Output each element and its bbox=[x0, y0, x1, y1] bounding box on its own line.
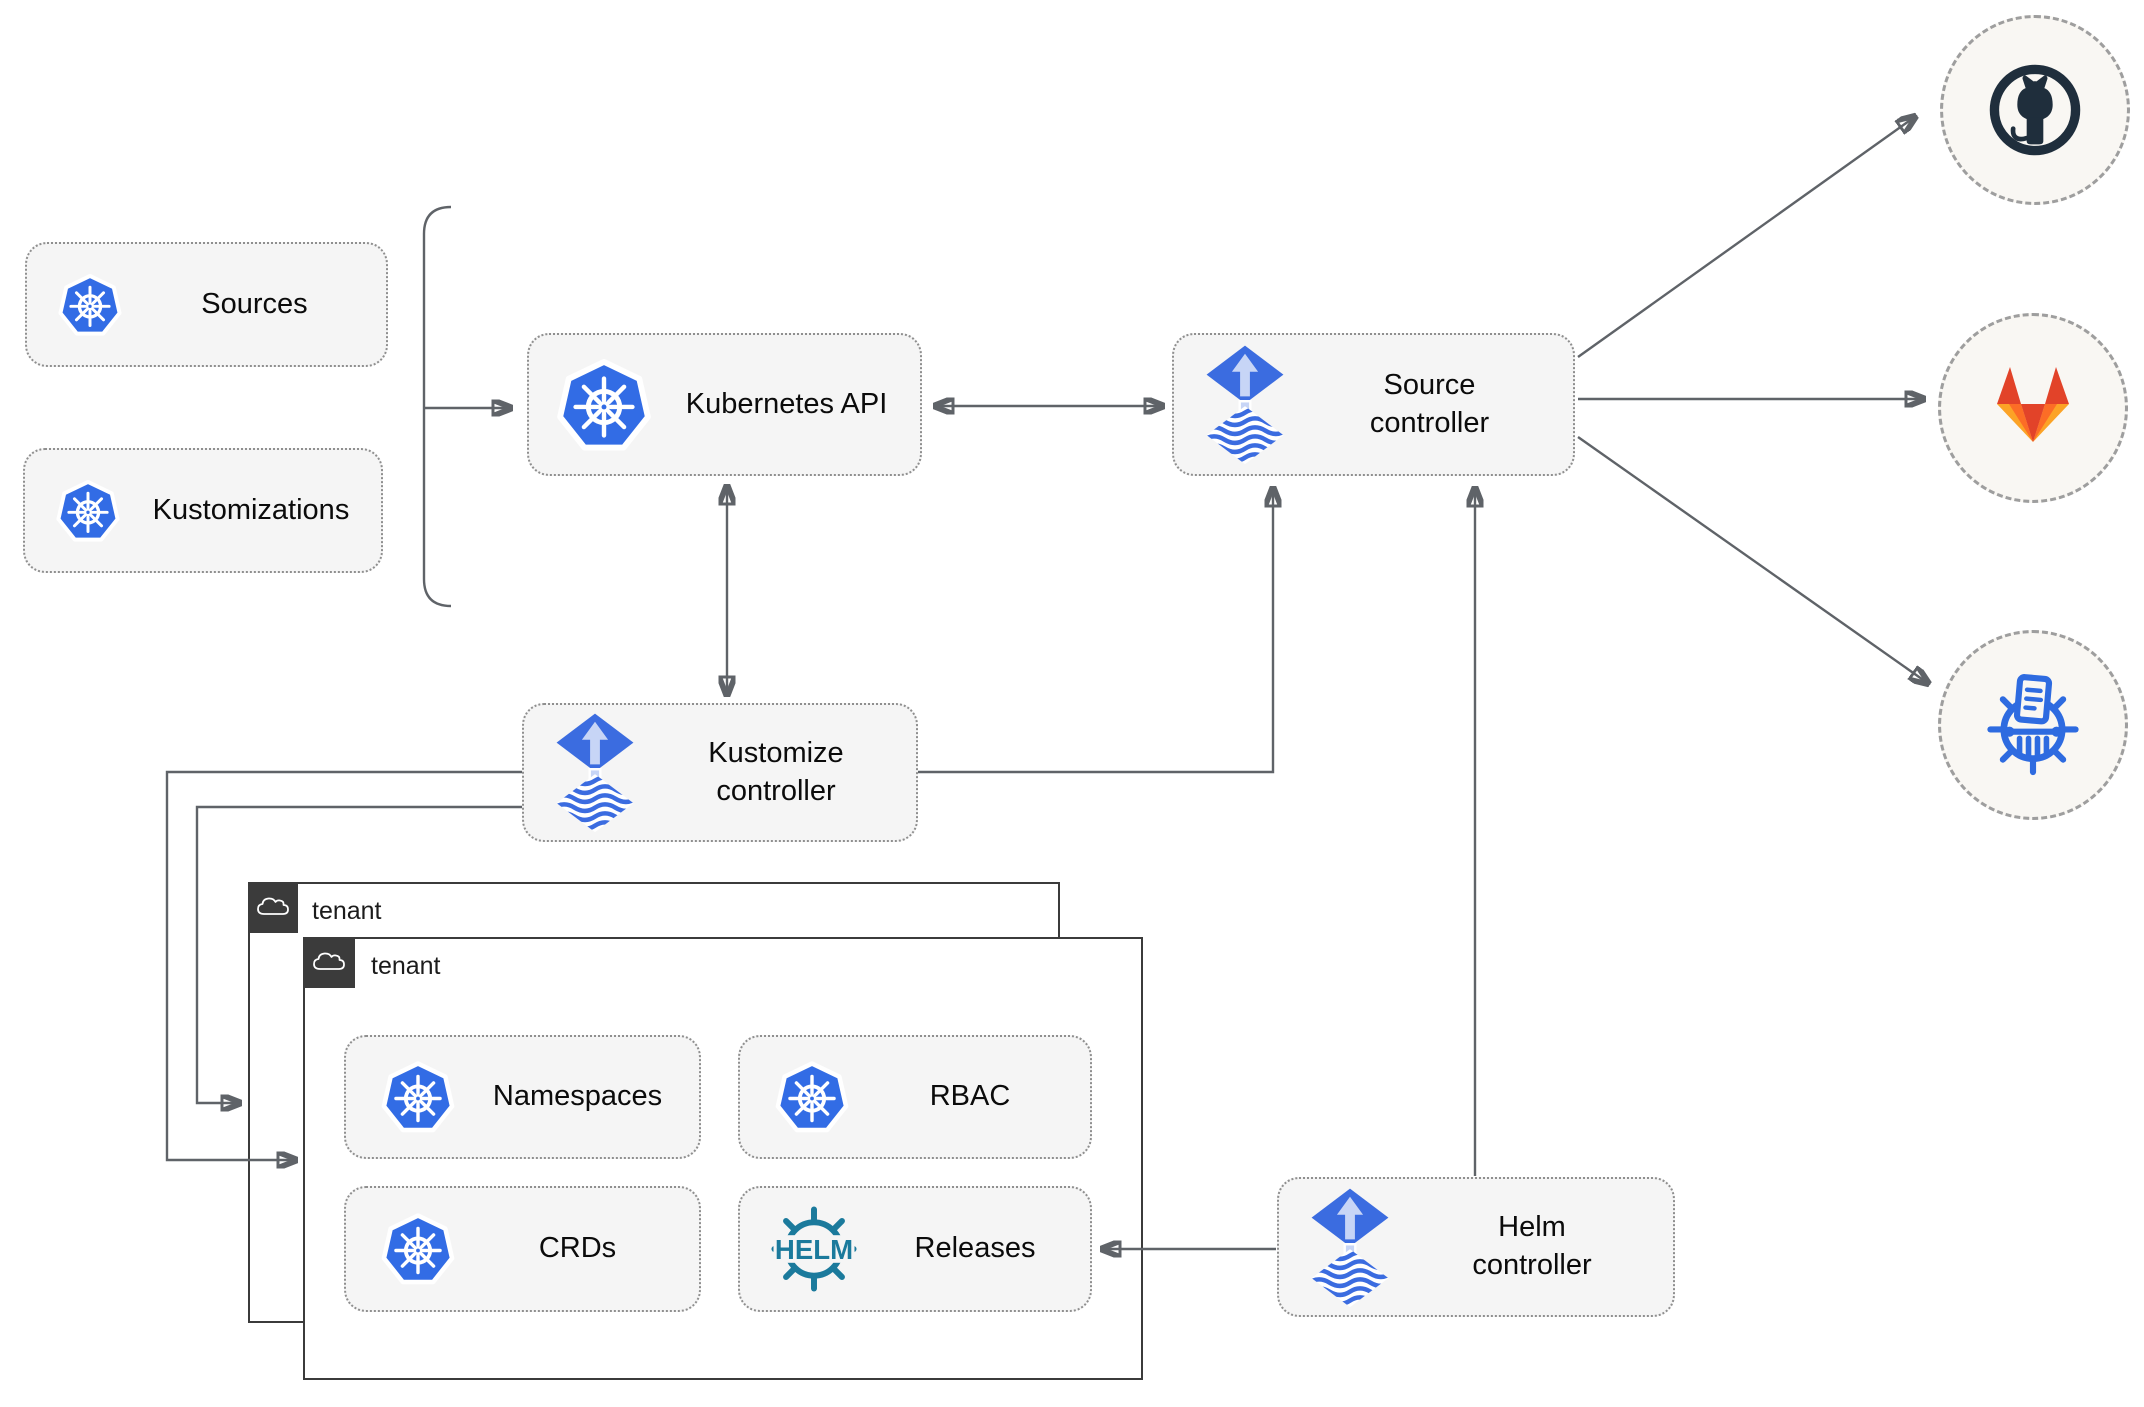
node-sources-label: Sources bbox=[201, 287, 308, 320]
node-helm-controller-label: Helm controller bbox=[1472, 1211, 1592, 1281]
flux-icon bbox=[554, 712, 636, 833]
node-releases-label: Releases bbox=[914, 1232, 1036, 1265]
sources-group-bracket bbox=[422, 205, 452, 608]
cloud-icon bbox=[311, 950, 347, 975]
endpoint-gitlab bbox=[1938, 313, 2128, 503]
endpoint-github bbox=[1940, 15, 2130, 205]
node-kustomize-controller-label: Kustomize controller bbox=[708, 736, 844, 807]
kubernetes-icon bbox=[380, 1059, 456, 1135]
node-rbac: RBAC bbox=[738, 1035, 1092, 1159]
node-namespaces-label: Namespaces bbox=[492, 1080, 663, 1113]
node-namespaces: Namespaces bbox=[344, 1035, 701, 1159]
node-crds: CRDs bbox=[344, 1186, 701, 1312]
gitlab-icon bbox=[1983, 364, 2083, 452]
kubernetes-icon bbox=[55, 478, 121, 544]
flux-icon bbox=[1204, 344, 1286, 465]
arrow-kustomize-to-source-controller bbox=[918, 487, 1273, 774]
tenant-outer-header bbox=[248, 882, 298, 933]
node-source-controller: Source controller bbox=[1172, 333, 1575, 476]
node-kubernetes-api-label: Kubernetes API bbox=[685, 387, 888, 420]
node-kubernetes-api: Kubernetes API bbox=[527, 333, 922, 476]
helm-icon bbox=[768, 1203, 860, 1295]
cloud-icon bbox=[255, 895, 291, 920]
kubernetes-icon bbox=[774, 1059, 850, 1135]
arrow-source-to-github bbox=[1577, 116, 1916, 358]
endpoint-chartmuseum bbox=[1938, 630, 2128, 820]
node-crds-label: CRDs bbox=[538, 1232, 617, 1265]
node-kustomize-controller: Kustomize controller bbox=[522, 703, 918, 842]
kubernetes-icon bbox=[555, 356, 653, 454]
node-kustomizations: Kustomizations bbox=[23, 448, 383, 573]
flux-icon bbox=[1309, 1187, 1391, 1308]
node-sources: Sources bbox=[25, 242, 388, 367]
node-source-controller-label: Source controller bbox=[1369, 368, 1490, 439]
kubernetes-icon bbox=[380, 1211, 456, 1287]
tenant-inner-header bbox=[303, 937, 355, 988]
node-helm-controller: Helm controller bbox=[1277, 1177, 1675, 1317]
tenant-outer-label: tenant bbox=[312, 897, 382, 925]
node-kustomizations-label: Kustomizations bbox=[152, 493, 350, 526]
github-icon bbox=[1983, 58, 2087, 162]
chartmuseum-icon bbox=[1977, 669, 2089, 781]
node-rbac-label: RBAC bbox=[929, 1080, 1011, 1113]
tenant-inner-label: tenant bbox=[371, 952, 441, 980]
node-releases: Releases bbox=[738, 1186, 1092, 1312]
kubernetes-icon bbox=[57, 272, 123, 338]
arrow-source-to-chartmuseum bbox=[1577, 436, 1929, 684]
